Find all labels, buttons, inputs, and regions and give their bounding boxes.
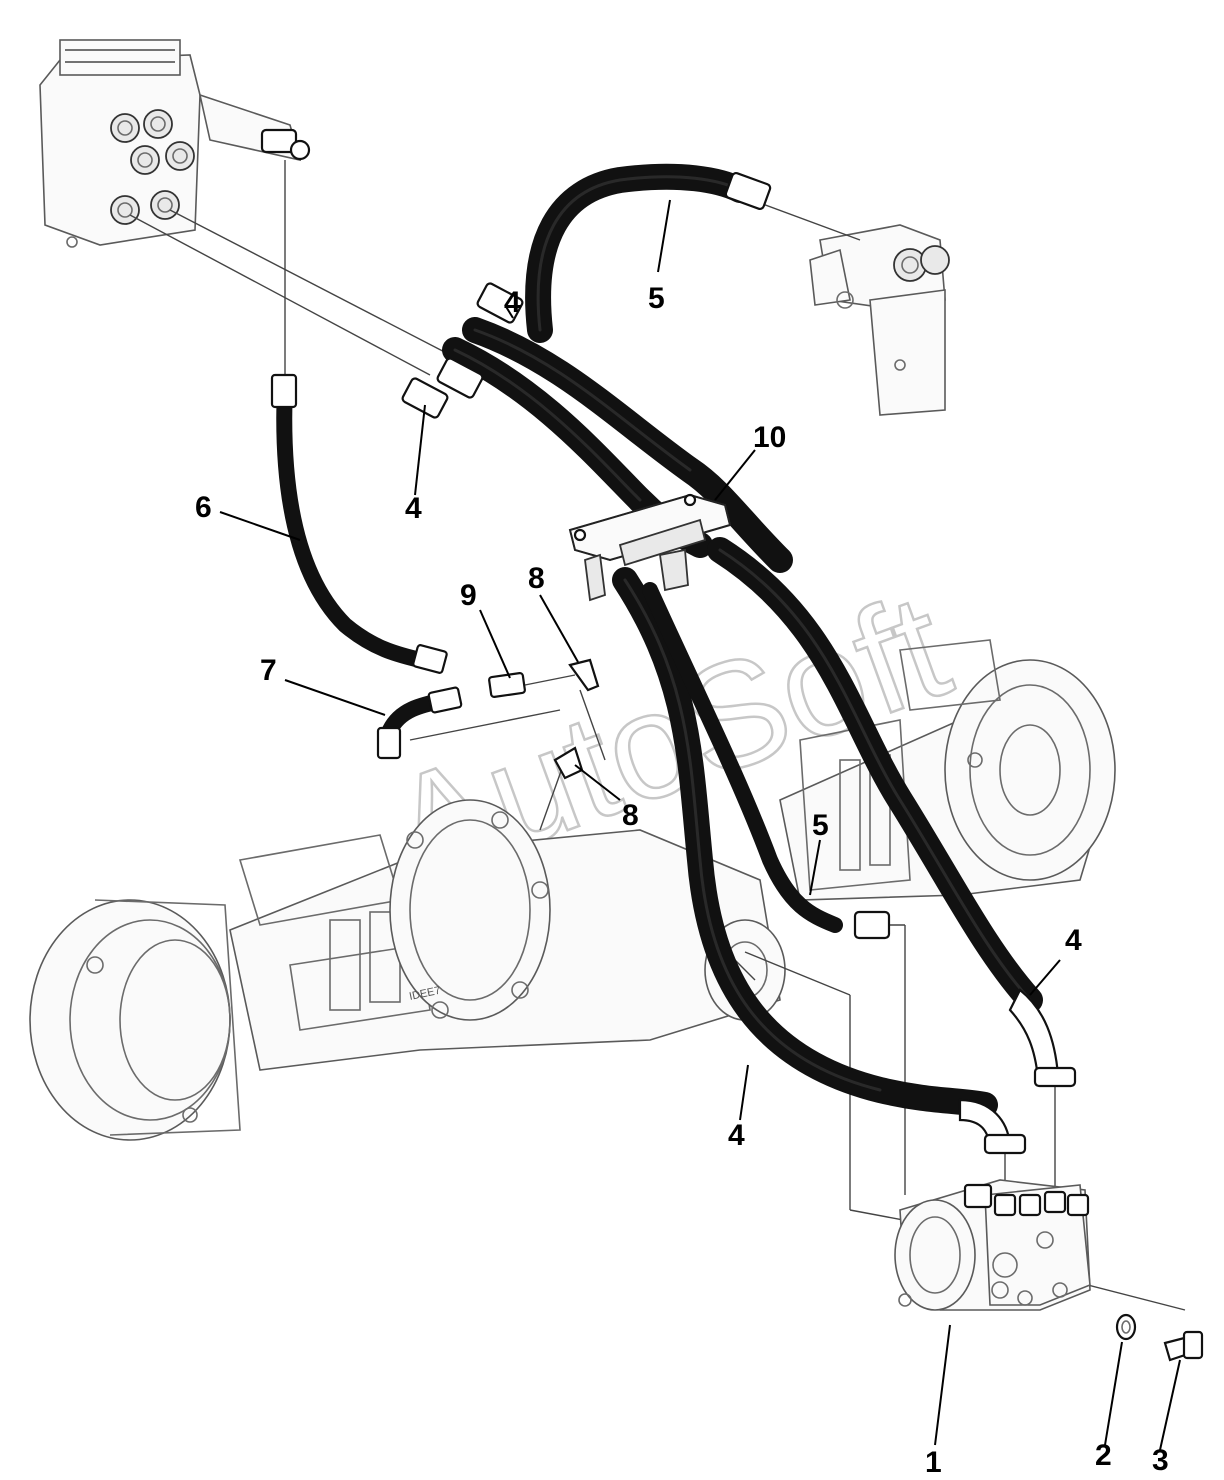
bolt bbox=[1163, 1330, 1204, 1362]
assembly-guide-lines bbox=[129, 160, 1186, 1311]
axle-assembly: IDEE7 bbox=[29, 639, 1116, 1141]
callout-4-middle: 4 bbox=[405, 492, 422, 525]
callout-1: 1 bbox=[925, 1446, 942, 1479]
callout-5-lower: 5 bbox=[812, 809, 829, 842]
callout-9: 9 bbox=[460, 579, 477, 612]
callout-4-upper: 4 bbox=[504, 286, 521, 319]
hose-5-lower bbox=[642, 582, 843, 933]
control-valve-block bbox=[39, 39, 311, 248]
callout-8-lower: 8 bbox=[622, 799, 639, 832]
steering-valve-block bbox=[809, 224, 950, 416]
hose-5-upper bbox=[525, 163, 753, 343]
callout-3: 3 bbox=[1152, 1444, 1169, 1477]
callout-8-upper: 8 bbox=[528, 562, 545, 595]
callout-6: 6 bbox=[195, 491, 212, 524]
callout-7: 7 bbox=[260, 654, 277, 687]
leader-lines bbox=[219, 199, 1181, 1451]
hose-4-left-down bbox=[612, 567, 998, 1118]
callout-labels: 1 2 3 4 4 4 4 5 5 6 7 8 8 9 10 bbox=[195, 282, 1169, 1479]
washer bbox=[1115, 1313, 1137, 1341]
hose-6 bbox=[276, 377, 428, 668]
callout-10: 10 bbox=[753, 421, 786, 454]
fittings bbox=[270, 171, 1077, 1155]
callout-2: 2 bbox=[1095, 1439, 1112, 1472]
clamp-bracket bbox=[568, 493, 732, 602]
callout-5-upper: 5 bbox=[648, 282, 665, 315]
callout-4-right: 4 bbox=[1065, 924, 1082, 957]
hydraulic-pump bbox=[894, 1179, 1091, 1311]
hose-4-right-down bbox=[707, 537, 1043, 1013]
callout-4-lower: 4 bbox=[728, 1119, 745, 1152]
